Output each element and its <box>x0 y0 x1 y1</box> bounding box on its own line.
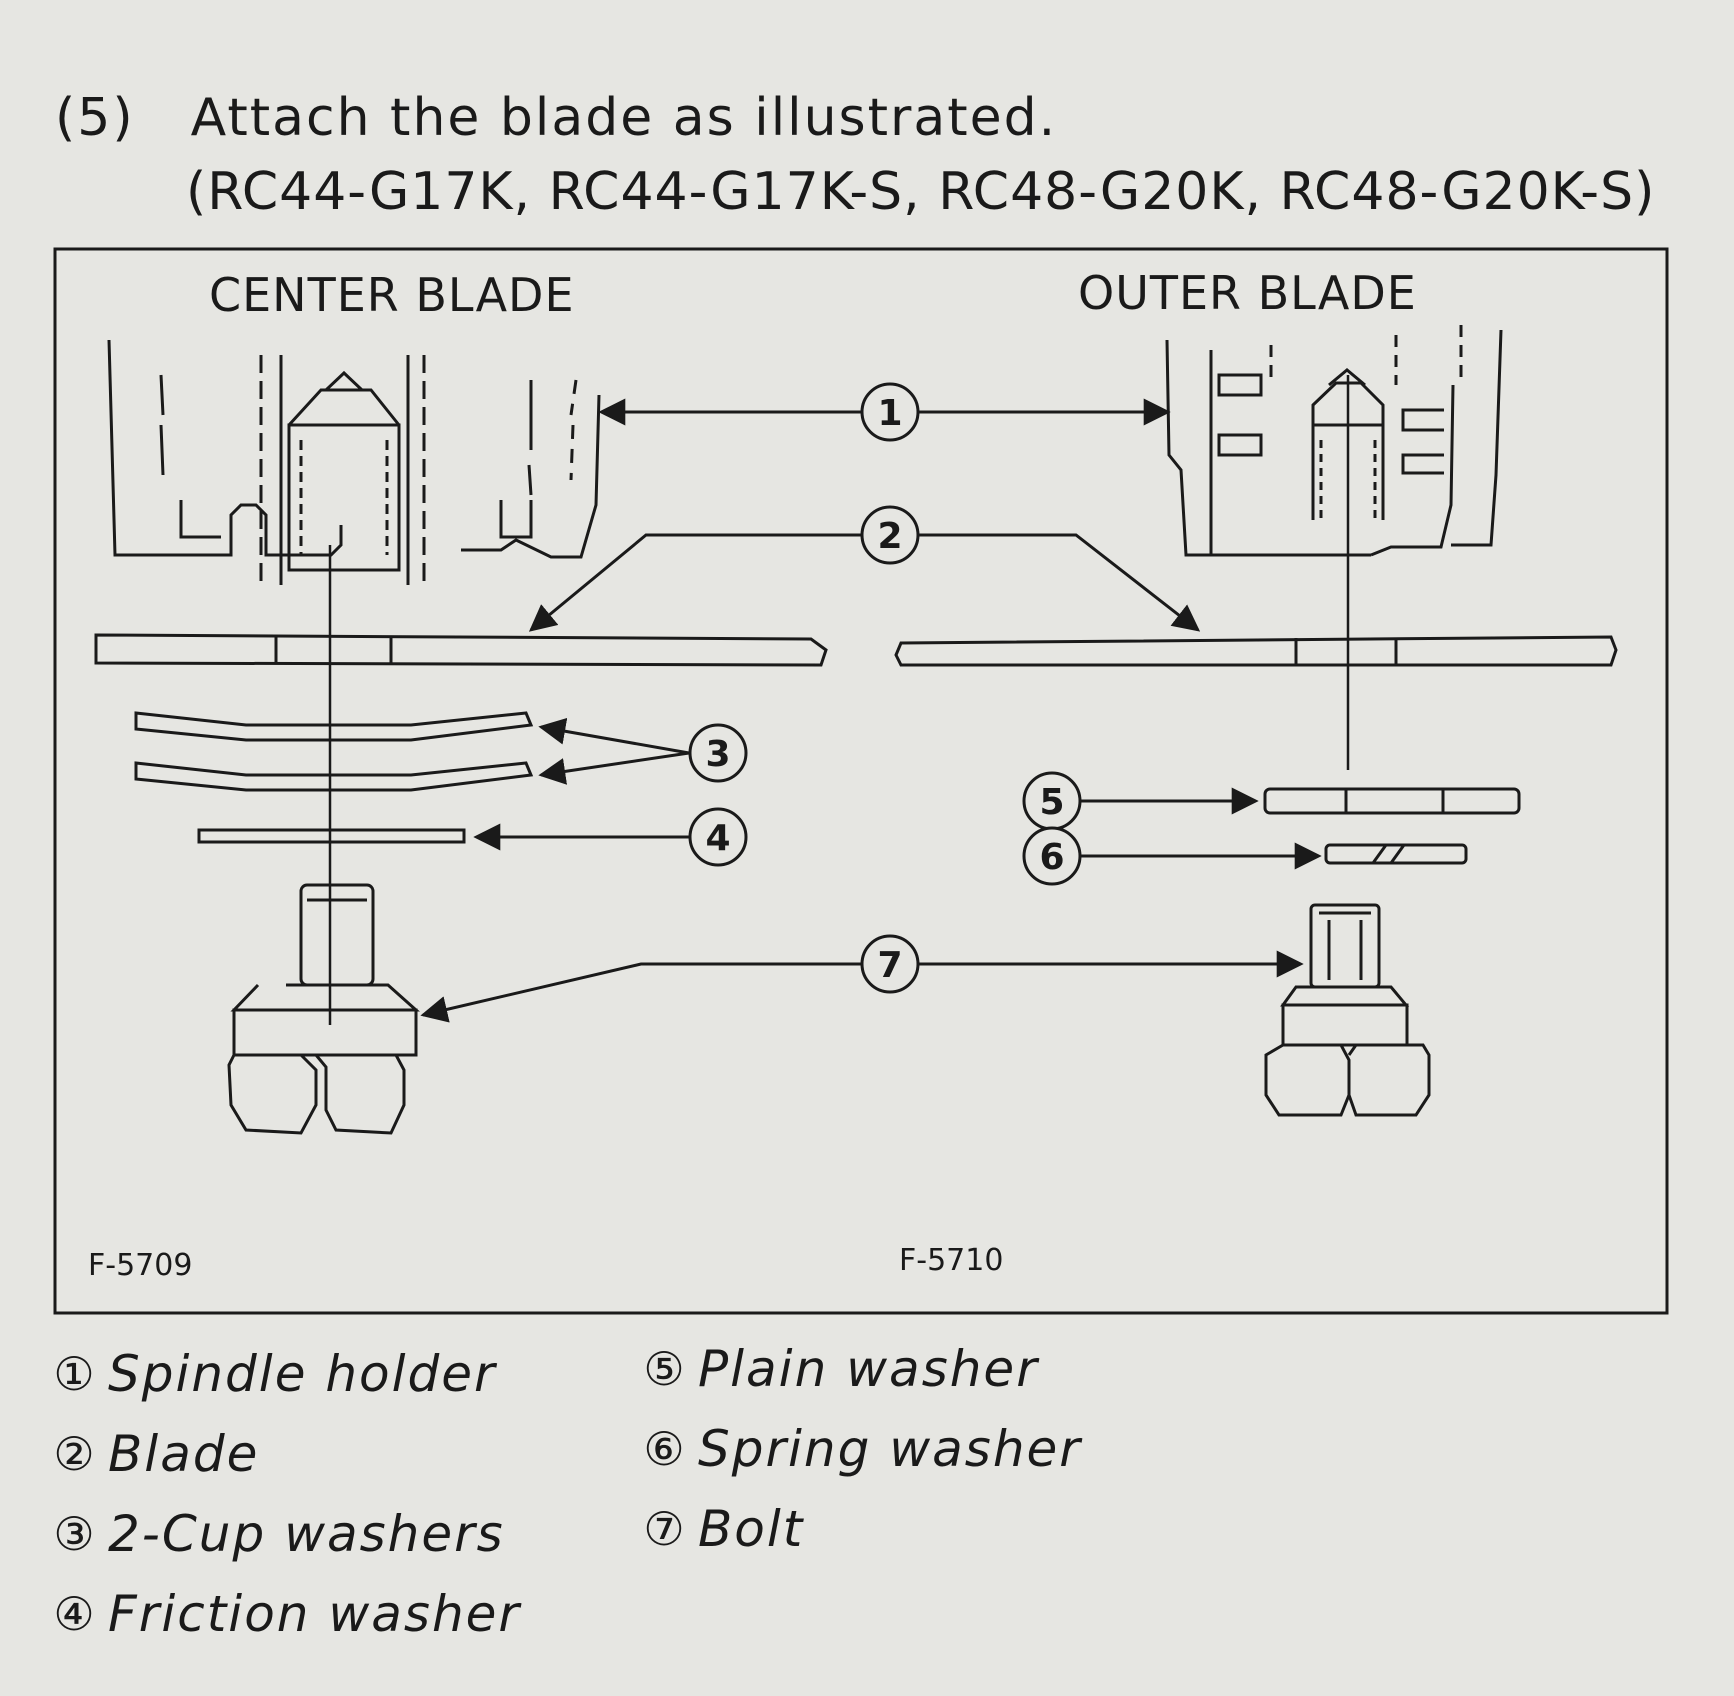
callout-1: 1 <box>860 382 920 442</box>
friction-washer <box>197 828 466 844</box>
legend-mark: ⑤ <box>643 1342 687 1396</box>
callout-3: 3 <box>688 723 748 783</box>
center-blade-label: CENTER BLADE <box>209 268 575 322</box>
callout-6: 6 <box>1022 826 1082 886</box>
callout-4: 4 <box>688 807 748 867</box>
legend-text: Spindle holder <box>108 1345 497 1403</box>
plain-washer <box>1263 787 1521 815</box>
cup-washer-lower <box>134 761 534 792</box>
svg-text:2: 2 <box>877 516 902 557</box>
callout-7: 7 <box>860 934 920 994</box>
legend-mark: ① <box>53 1347 97 1401</box>
cup-washer-upper <box>134 711 534 742</box>
svg-text:7: 7 <box>877 945 902 986</box>
outer-blade-label: OUTER BLADE <box>1078 266 1417 320</box>
legend-mark: ③ <box>53 1507 97 1561</box>
figure-code-left: F-5709 <box>88 1248 192 1283</box>
legend-mark: ⑦ <box>643 1502 687 1556</box>
figure-frame <box>53 247 1669 1315</box>
blade-assembly-figure: CENTER BLADE OUTER BLADE 1 2 3 4 5 6 <box>51 245 1671 1317</box>
svg-text:1: 1 <box>877 393 902 434</box>
legend-text: Spring washer <box>698 1420 1082 1478</box>
outer-spindle-holder <box>1165 325 1503 557</box>
center-spindle-holder <box>107 339 601 585</box>
callout-2: 2 <box>860 505 920 565</box>
legend-text: Bolt <box>698 1500 805 1558</box>
legend-mark: ⑥ <box>643 1422 687 1476</box>
center-blade <box>94 633 828 667</box>
legend-text: 2-Cup washers <box>108 1505 505 1563</box>
outer-bolt <box>1264 903 1431 1117</box>
legend-text: Plain washer <box>698 1340 1039 1398</box>
legend-text: Friction washer <box>108 1585 521 1643</box>
step-instruction: (5) Attach the blade as illustrated. <box>55 88 1057 148</box>
legend-mark: ④ <box>53 1587 97 1641</box>
callout-5: 5 <box>1022 771 1082 831</box>
legend-mark: ② <box>53 1427 97 1481</box>
svg-text:4: 4 <box>705 818 730 859</box>
svg-text:6: 6 <box>1039 837 1064 878</box>
center-bolt <box>227 883 420 1135</box>
spring-washer <box>1324 843 1468 865</box>
svg-text:5: 5 <box>1039 782 1064 823</box>
legend-text: Blade <box>108 1425 260 1483</box>
step-number: (5) <box>55 88 135 148</box>
assembly-diagram: CENTER BLADE OUTER BLADE 1 2 3 4 5 6 <box>53 247 1669 1315</box>
svg-text:3: 3 <box>705 734 730 775</box>
figure-code-right: F-5710 <box>899 1243 1003 1278</box>
step-text: Attach the blade as illustrated. <box>190 88 1058 148</box>
model-list: (RC44-G17K, RC44-G17K-S, RC48-G20K, RC48… <box>186 162 1656 222</box>
outer-blade <box>894 635 1618 667</box>
